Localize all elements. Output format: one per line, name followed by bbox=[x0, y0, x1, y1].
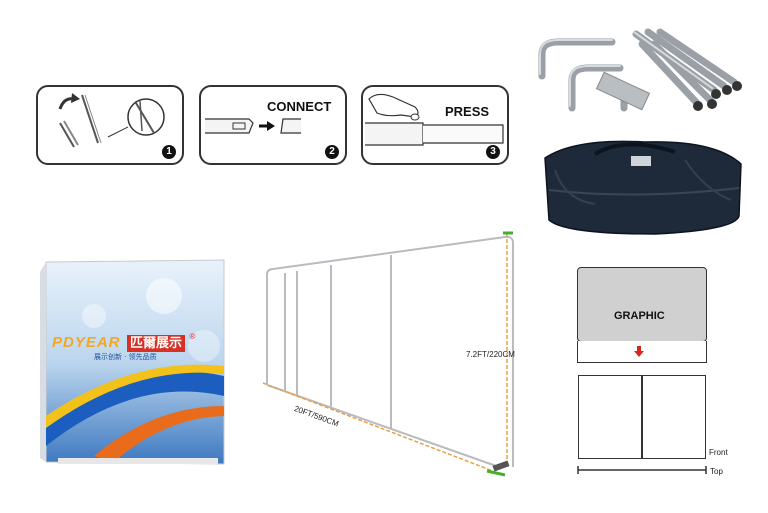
brand-latin-text: PDYEAR bbox=[52, 334, 121, 351]
down-arrow-icon bbox=[634, 346, 644, 357]
tube-connect-illustration bbox=[205, 118, 301, 134]
step-1-panel: 1 bbox=[36, 85, 184, 165]
step-2-label: CONNECT bbox=[267, 99, 332, 114]
top-view-line bbox=[577, 466, 707, 474]
front-label: Front bbox=[709, 448, 728, 457]
step-number-badge: 2 bbox=[325, 145, 339, 159]
step-2-panel: CONNECT 2 bbox=[199, 85, 347, 165]
step-3-label: PRESS bbox=[445, 104, 490, 119]
graphic-sleeve: GRAPHIC bbox=[577, 267, 707, 342]
carry-bag-photo bbox=[544, 140, 742, 235]
banner-display: PDYEAR 匹爾展示 ® 展示创新 · 领先品质 bbox=[34, 256, 228, 470]
frame-parts-photo bbox=[538, 28, 742, 112]
step-number-badge: 1 bbox=[162, 145, 176, 159]
step-3-panel: PRESS 3 bbox=[361, 85, 509, 165]
center-pole bbox=[641, 376, 643, 458]
graphic-label: GRAPHIC bbox=[614, 310, 665, 322]
press-button-illustration bbox=[365, 93, 504, 146]
height-dimension-label: 7.2FT/220CM bbox=[466, 350, 515, 359]
registered-mark: ® bbox=[189, 332, 196, 341]
pole-unfold-illustration bbox=[58, 93, 165, 148]
frame-dimension-diagram bbox=[262, 231, 514, 477]
brand-tagline: 展示创新 · 领先品质 bbox=[94, 353, 157, 361]
brand-chinese-text: 匹爾展示 bbox=[126, 335, 185, 352]
banner-graphic bbox=[40, 259, 225, 465]
step-number-badge: 3 bbox=[486, 145, 500, 159]
brand-logo: PDYEAR 匹爾展示 ® bbox=[52, 332, 195, 352]
frame-front-view bbox=[578, 375, 706, 459]
top-label: Top bbox=[710, 467, 723, 476]
